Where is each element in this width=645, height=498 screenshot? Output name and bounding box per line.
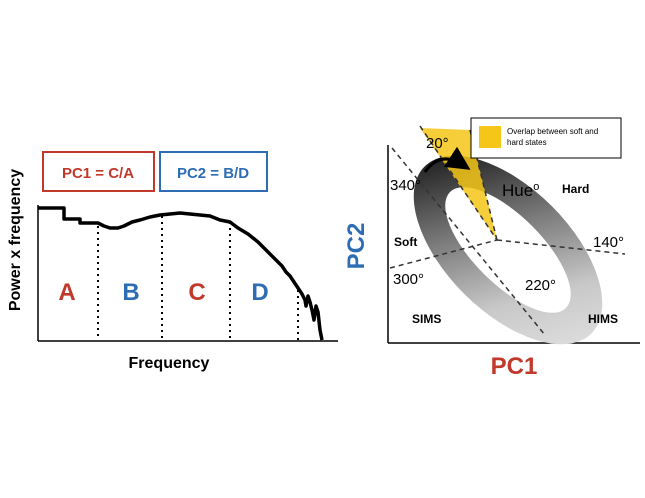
line-140 bbox=[496, 239, 626, 255]
right-x-axis-label: PC1 bbox=[491, 353, 538, 380]
hue-text: Hue bbox=[502, 181, 533, 200]
pc2-box bbox=[159, 151, 268, 192]
hue-label: Hueo bbox=[502, 181, 539, 200]
left-panel: PC1 = C/A PC2 = B/D A B C D Frequency Po… bbox=[7, 151, 338, 372]
band-label-c: C bbox=[188, 279, 205, 306]
angle-220: 220° bbox=[525, 277, 556, 294]
legend-swatch bbox=[479, 126, 501, 148]
angle-300: 300° bbox=[393, 271, 424, 288]
state-soft: Soft bbox=[394, 235, 417, 249]
angle-20: 20° bbox=[426, 135, 449, 152]
state-hims: HIMS bbox=[588, 312, 618, 326]
legend-text-line1: Overlap between soft and bbox=[507, 127, 598, 136]
hue-arrow bbox=[423, 146, 471, 173]
angle-140: 140° bbox=[593, 234, 624, 251]
line-300 bbox=[389, 239, 498, 269]
legend-text-line2: hard states bbox=[507, 138, 547, 147]
line-340-220 bbox=[391, 147, 546, 336]
left-x-axis-label: Frequency bbox=[129, 355, 210, 372]
right-panel: Overlap between soft and hard states 20°… bbox=[343, 117, 640, 380]
state-hard: Hard bbox=[562, 182, 589, 196]
right-y-axis-label: PC2 bbox=[343, 223, 370, 270]
pc1-box bbox=[42, 151, 155, 192]
band-label-b: B bbox=[122, 279, 139, 306]
hue-degree: o bbox=[533, 181, 539, 193]
band-label-d: D bbox=[251, 279, 268, 306]
state-sims: SIMS bbox=[412, 312, 441, 326]
angle-340: 340° bbox=[390, 177, 421, 194]
power-spectrum-curve bbox=[38, 206, 324, 341]
pc1-label: PC1 = C/A bbox=[62, 165, 134, 182]
left-y-axis-label: Power x frequency bbox=[7, 169, 24, 311]
band-label-a: A bbox=[58, 279, 75, 306]
line-20 bbox=[419, 125, 498, 241]
pc2-label: PC2 = B/D bbox=[177, 165, 249, 182]
